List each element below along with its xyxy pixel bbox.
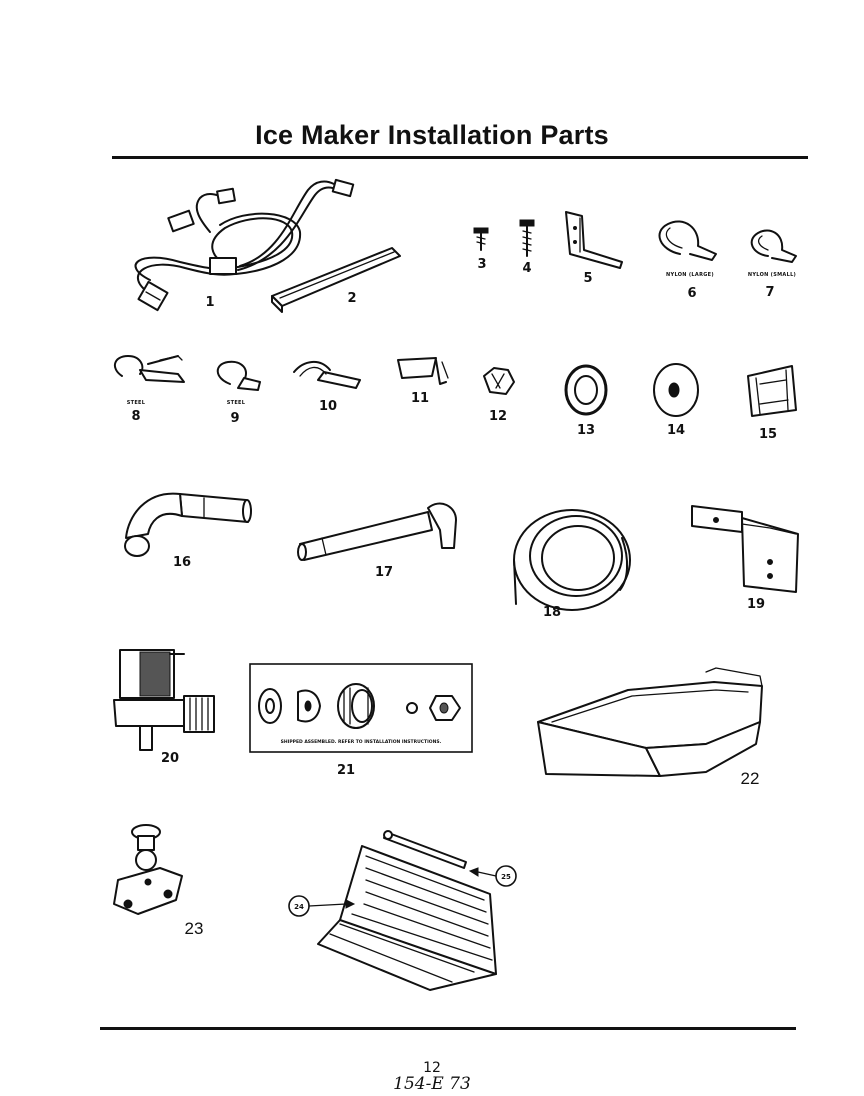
- part-7-number: 7: [765, 285, 774, 300]
- part-10-strap: [293, 361, 361, 389]
- part-19-bracket: [691, 505, 799, 593]
- part-3-screw: [473, 227, 489, 251]
- part-15-clip-block: [747, 365, 797, 417]
- part-10-number: 10: [319, 399, 337, 414]
- top-rule: [112, 156, 808, 159]
- part-16-elbow-tube: [124, 492, 252, 557]
- part-17-number: 17: [375, 565, 393, 580]
- part-21-number: 21: [337, 763, 355, 778]
- part-6-nylon-clamp-large: [658, 220, 717, 261]
- part-20-number: 20: [161, 751, 179, 766]
- part-4-number: 4: [522, 261, 531, 276]
- page-title: Ice Maker Installation Parts: [255, 120, 609, 150]
- part-12-number: 12: [489, 409, 507, 424]
- part-19-number: 19: [747, 597, 765, 612]
- part-3-number: 3: [477, 257, 486, 272]
- part-6-label: NYLON (LARGE): [666, 272, 714, 278]
- part-23-drive-assembly: [113, 824, 183, 915]
- part-23-number: 23: [185, 919, 204, 938]
- part-24-shelf-grid: [317, 845, 497, 991]
- part-2-number: 2: [347, 291, 356, 306]
- part-17-tube-fitting: [297, 502, 457, 561]
- callout-25-number: 25: [501, 873, 511, 881]
- part-4-screw: [519, 219, 535, 257]
- part-16-number: 16: [173, 555, 191, 570]
- part-1-wiring-harness: [134, 178, 355, 312]
- part-8-number: 8: [131, 409, 140, 424]
- part-5-bracket: [565, 211, 623, 269]
- callout-25: [468, 865, 517, 887]
- part-20-water-valve: [113, 649, 215, 751]
- bottom-rule: [100, 1027, 796, 1030]
- part-14-number: 14: [667, 423, 685, 438]
- part-5-number: 5: [583, 271, 592, 286]
- part-2-channel-strip: [271, 247, 401, 313]
- part-9-label: STEEL: [227, 400, 246, 406]
- part-13-number: 13: [577, 423, 595, 438]
- part-25-rod: [383, 830, 467, 869]
- part-12-grommet-plug: [483, 367, 515, 395]
- part-11-clip: [397, 357, 449, 385]
- part-7-nylon-clamp-small: [750, 229, 797, 263]
- part-18-number: 18: [543, 605, 561, 620]
- part-15-number: 15: [759, 427, 777, 442]
- callout-24-number: 24: [294, 903, 304, 911]
- part-11-number: 11: [411, 391, 429, 406]
- part-1-number: 1: [205, 295, 214, 310]
- page-number: 12: [423, 1060, 441, 1076]
- part-9-number: 9: [230, 411, 239, 426]
- part-14-washer: [653, 363, 699, 417]
- part-6-number: 6: [687, 286, 696, 301]
- reference-code: 154-E 73: [393, 1074, 471, 1094]
- part-18-tubing-coil: [513, 509, 631, 611]
- part-9-steel-clamp: [216, 360, 261, 391]
- part-8-steel-clamp: [113, 355, 185, 383]
- callout-24: [288, 895, 356, 917]
- part-21-fitting-kit: [249, 663, 473, 753]
- part-8-label: STEEL: [127, 400, 146, 406]
- part-22-number: 22: [741, 769, 760, 788]
- part-7-label: NYLON (SMALL): [748, 272, 796, 278]
- part-22-ice-bucket: [537, 667, 763, 777]
- part-21-note: SHIPPED ASSEMBLED. REFER TO INSTALLATION…: [281, 739, 442, 745]
- part-13-ring: [564, 364, 608, 416]
